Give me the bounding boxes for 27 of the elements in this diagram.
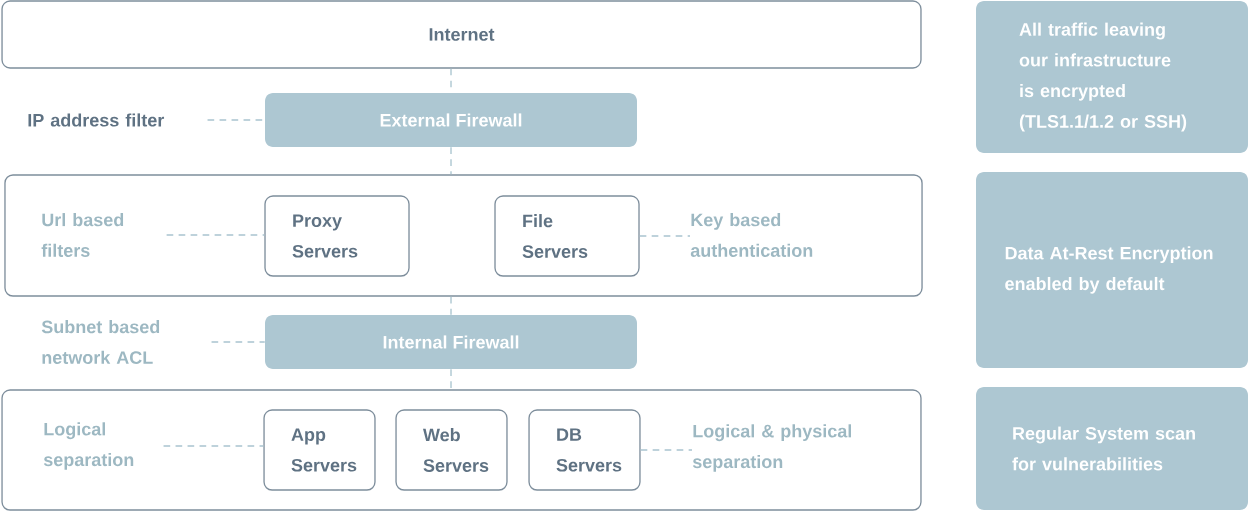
server-box: App Servers: [263, 409, 376, 491]
server-box: DB Servers: [528, 409, 641, 491]
annotation-text: Logical & physical separation: [692, 424, 852, 472]
dashed-connector: [639, 449, 693, 451]
dashed-connector: [450, 368, 452, 390]
server-box: Proxy Servers: [264, 195, 410, 277]
firewall-box: Internal Firewall: [265, 315, 637, 369]
dashed-connector: [210, 341, 266, 343]
annotation-text: Subnet based network ACL: [41, 320, 160, 364]
zone-box: [1, 389, 922, 511]
server-box: File Servers: [494, 195, 640, 277]
network-box: Internet: [1, 0, 922, 69]
annotation-text: Logical separation: [43, 422, 134, 470]
dashed-connector: [639, 235, 691, 237]
server-box: Web Servers: [395, 409, 508, 491]
note-box: All traffic leaving our infrastructure is encrypted (TLS1.1/1.2 or SSH): [976, 1, 1248, 153]
firewall-box: External Firewall: [265, 93, 637, 147]
annotation-text: Key based authentication: [690, 213, 813, 257]
dashed-connector: [165, 234, 265, 236]
dashed-connector: [450, 296, 452, 316]
dashed-connector: [450, 146, 452, 175]
note-box: Data At-Rest Encryption enabled by default: [976, 172, 1248, 368]
dashed-connector: [162, 445, 265, 447]
annotation-text: Url based filters: [41, 213, 124, 257]
note-box: Regular System scan for vulnerabilities: [976, 387, 1248, 510]
annotation-text: IP address filter: [28, 113, 165, 127]
zone-box: [4, 174, 923, 297]
